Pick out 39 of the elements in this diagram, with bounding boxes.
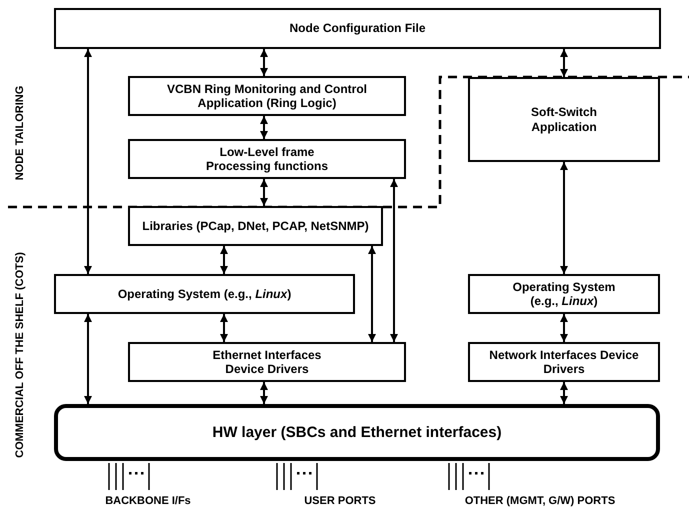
layer-box <box>54 8 661 49</box>
layer-box <box>54 274 355 314</box>
port-label: OTHER (MGMT, G/W) PORTS <box>464 495 616 507</box>
box-label: Libraries (PCap, DNet, PCAP, NetSNMP) <box>142 218 369 234</box>
port-label: BACKBONE I/Fs <box>105 495 191 507</box>
layer-box <box>128 139 406 179</box>
arrow <box>560 382 568 404</box>
arrow <box>560 162 568 274</box>
arrow <box>84 314 92 404</box>
layer-box <box>468 274 660 314</box>
box-label: Ethernet Interfaces Device Drivers <box>212 348 322 376</box>
layer-box <box>128 342 406 382</box>
box-label: Network Interfaces Device Drivers <box>489 348 639 376</box>
layer-box <box>468 77 660 162</box>
arrow <box>260 382 268 404</box>
arrow <box>560 49 568 77</box>
layer-box <box>468 342 660 382</box>
arrow <box>220 246 228 274</box>
arrow <box>260 116 268 139</box>
port-label: USER PORTS <box>304 495 376 507</box>
arrow <box>390 179 398 342</box>
layer-box <box>128 206 383 246</box>
arrow <box>220 314 228 342</box>
hardware-layer-box <box>54 404 660 461</box>
section-label: COMMERCIAL OFF THE SHELF (COTS) <box>14 252 26 458</box>
box-label: VCBN Ring Monitoring and Control Application (Ring Logic) <box>166 82 368 110</box>
arrow <box>560 314 568 342</box>
layer-box <box>128 76 406 116</box>
section-label: NODE TAILORING <box>14 86 26 180</box>
box-label: Operating System (e.g., Linux) <box>512 280 616 308</box>
arrow <box>368 246 376 342</box>
box-label: Soft-Switch Application <box>530 105 598 134</box>
arrow <box>84 49 92 274</box>
box-label: Low-Level frame Processing functions <box>204 144 330 174</box>
box-label: HW layer (SBCs and Ethernet interfaces) <box>212 424 502 442</box>
box-label: Operating System (e.g., Linux) <box>118 286 292 302</box>
arrow <box>260 49 268 76</box>
box-label: Node Configuration File <box>290 21 426 36</box>
arrow <box>260 179 268 206</box>
